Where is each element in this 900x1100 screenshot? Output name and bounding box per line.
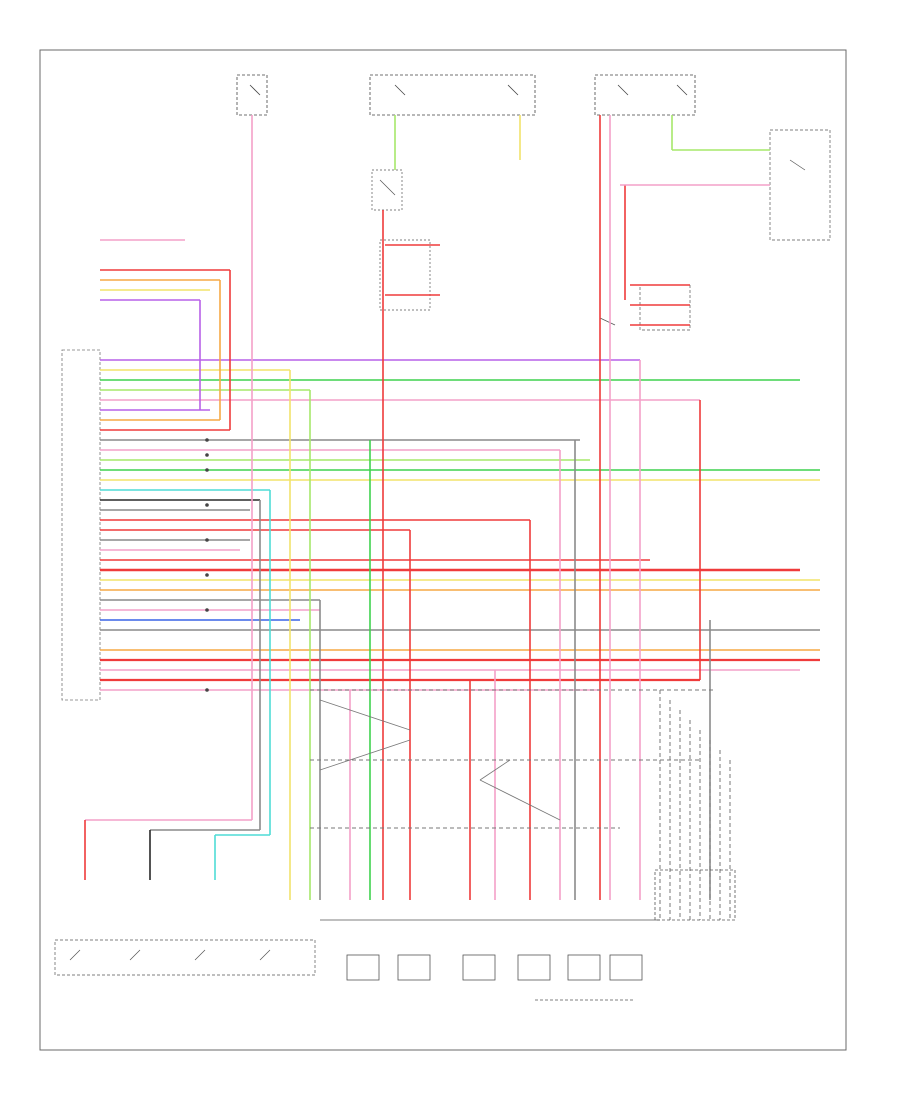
diagonal-leads xyxy=(319,699,561,821)
sensor-block-right xyxy=(599,284,691,331)
signal-bus xyxy=(310,689,731,920)
vertical-wires xyxy=(84,115,770,900)
solenoid-connector-right xyxy=(654,869,736,921)
sensor-cluster-left xyxy=(54,939,316,976)
control-module-connector xyxy=(61,349,101,701)
fuse-box-center xyxy=(369,74,536,116)
solenoid-body xyxy=(320,919,660,1001)
terminal-dots xyxy=(205,438,209,692)
brake-switch-block xyxy=(371,169,431,311)
module-wires xyxy=(100,359,820,691)
fuse-box-right xyxy=(594,74,696,116)
relay-block-right xyxy=(769,129,831,241)
fuse-box-left xyxy=(236,74,268,116)
diagram-frame xyxy=(39,49,847,1051)
